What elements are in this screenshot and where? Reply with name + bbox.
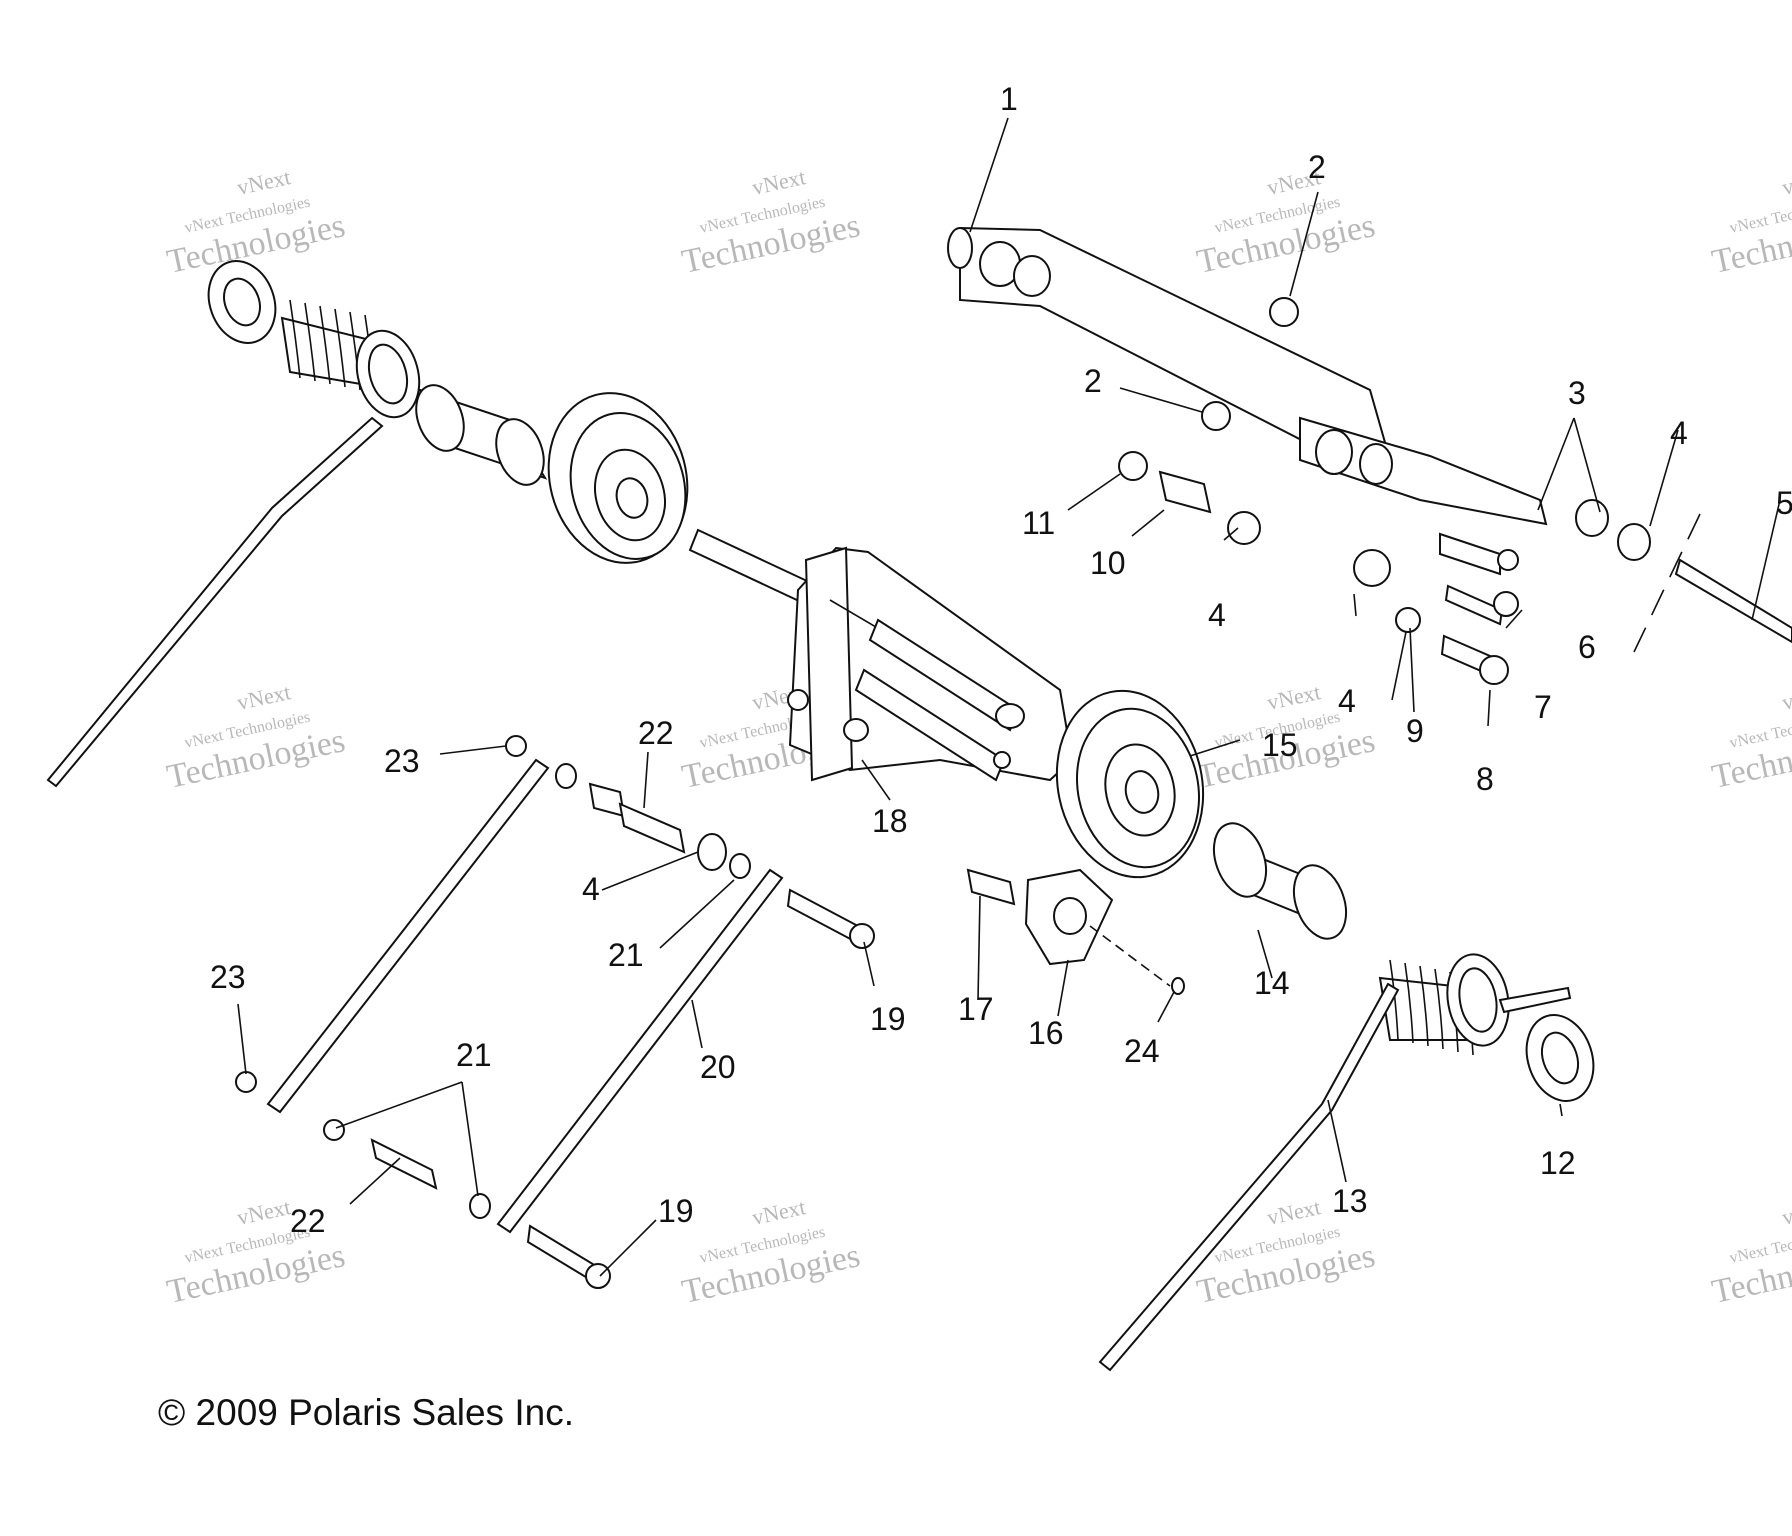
right-washer [1525,1014,1595,1102]
callout-16: 16 [1028,1015,1064,1051]
callout-4c: 4 [1338,683,1356,719]
right-torsion-spring [1098,953,1572,1372]
callout-4b: 4 [1208,597,1226,633]
callout-24: 24 [1124,1033,1160,1069]
callout-13: 13 [1332,1183,1368,1219]
callout-4d: 4 [582,871,600,907]
callouts: 1 2 2 3 4 5 4 6 7 4 8 9 10 11 12 13 14 1… [210,81,1792,1239]
left-spacer-tube [415,384,548,486]
callout-3: 3 [1568,375,1586,411]
watermark-text: vNext [1265,1194,1323,1230]
callout-19a: 19 [870,1001,906,1037]
watermark-text: vNext [235,164,293,200]
copyright-notice: © 2009 Polaris Sales Inc. [158,1392,574,1433]
callout-10: 10 [1090,545,1126,581]
callout-23a: 23 [384,743,420,779]
center-bracket [787,546,1074,782]
callout-6: 6 [1578,629,1596,665]
upper-arm [947,226,1548,526]
callout-12: 12 [1540,1145,1576,1181]
watermark-text: vNext [750,1194,808,1230]
callout-5: 5 [1776,485,1792,521]
callout-23b: 23 [210,959,246,995]
right-spacer-tube [1212,822,1348,940]
callout-7: 7 [1534,689,1552,725]
watermark-text: vNext [1780,164,1792,200]
watermark-text: vNext [1780,679,1792,715]
callout-15: 15 [1262,727,1298,763]
watermark-text: vNext [1780,1194,1792,1230]
leader-lines [237,117,1781,1277]
tensioner-cam [966,868,1185,995]
callout-9: 9 [1406,713,1424,749]
lower-links [235,735,875,1289]
left-idler-wheel [547,392,689,564]
callout-4a: 4 [1670,415,1688,451]
callout-14: 14 [1254,965,1290,1001]
callout-20: 20 [700,1049,736,1085]
callout-1: 1 [1000,81,1018,117]
callout-21b: 21 [456,1037,492,1073]
watermark-text: vNext [235,679,293,715]
callout-2a: 2 [1308,149,1326,185]
callout-19b: 19 [658,1193,694,1229]
callout-22b: 22 [290,1203,326,1239]
callout-17: 17 [958,991,994,1027]
left-washer [207,260,277,344]
watermark-text: vNext [750,164,808,200]
callout-8: 8 [1476,761,1494,797]
watermark-text: vNext [1265,679,1323,715]
watermark-text: vNext [235,1194,293,1230]
callout-2b: 2 [1084,363,1102,399]
callout-18: 18 [872,803,908,839]
callout-11: 11 [1022,505,1055,541]
callout-21a: 21 [608,937,644,973]
right-idler-wheel [1055,689,1205,879]
callout-22a: 22 [638,715,674,751]
left-torsion-spring [46,299,421,788]
